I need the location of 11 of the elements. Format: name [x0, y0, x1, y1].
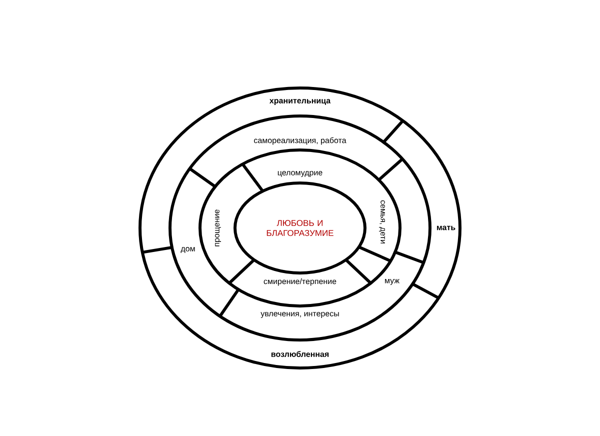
ring-label: прощение: [215, 210, 221, 246]
ring-label: целомудрие: [278, 171, 322, 177]
ring-label: мать: [437, 226, 456, 230]
ring-label: дом: [180, 247, 195, 253]
ring-label: увлечения, интересы: [260, 312, 339, 318]
ring-label: хранительница: [270, 99, 331, 105]
ring-label: возлюбленная: [271, 351, 329, 357]
ring-label: муж: [385, 279, 400, 285]
ring-label: смирение/терпение: [264, 278, 336, 286]
ring-label: самореализация, работа: [254, 137, 346, 145]
ring-label: семья, дети: [379, 200, 385, 244]
